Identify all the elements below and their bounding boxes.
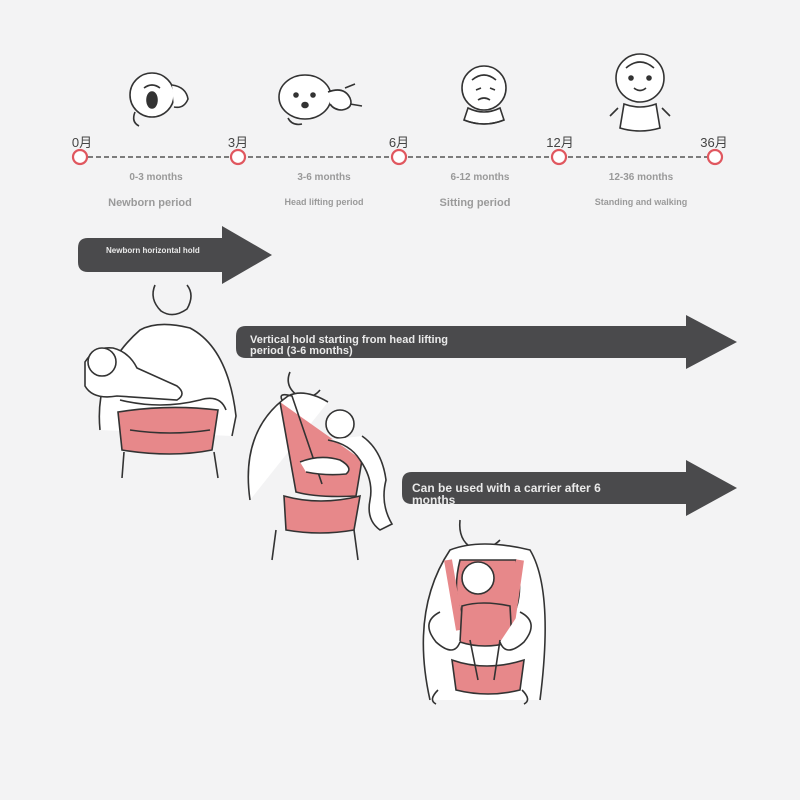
- age-range-label: 3-6 months: [297, 172, 351, 183]
- stage-label-standing: Standing and walking: [594, 197, 688, 207]
- newborn-baby-icon: [129, 72, 189, 127]
- timeline-markers: [71, 148, 724, 166]
- newborn-hold-figure: [84, 284, 237, 479]
- month-label: 0月: [71, 135, 93, 150]
- age-range-label: 6-12 months: [450, 172, 510, 183]
- month-label: 36月: [700, 135, 728, 150]
- month-label: 3月: [227, 135, 249, 150]
- month-label: 12月: [546, 135, 574, 150]
- newborn-hold-arrow: [78, 226, 272, 284]
- stage-label-newborn: Newborn period: [108, 197, 192, 209]
- carrier-text: Can be used with a carrier after 6 month…: [412, 481, 601, 507]
- head-lifting-baby-icon: [278, 74, 363, 126]
- vertical-hold-arrow: [236, 315, 737, 369]
- sitting-baby-icon: [461, 65, 507, 125]
- age-range-label: 12-36 months: [608, 172, 674, 183]
- timeline-marker: [229, 148, 247, 166]
- timeline-marker: [550, 148, 568, 166]
- stage-label-head-lifting: Head lifting period: [284, 197, 364, 207]
- carrier-figure: [422, 519, 546, 705]
- standing-baby-icon: [609, 53, 671, 132]
- stage-label-sitting: Sitting period: [439, 197, 511, 209]
- timeline-marker: [71, 148, 89, 166]
- vertical-hold-figure: [247, 371, 394, 561]
- timeline-marker: [706, 148, 724, 166]
- month-label: 6月: [388, 135, 410, 150]
- newborn-hold-text: Newborn horizontal hold: [106, 246, 200, 255]
- age-range-label: 0-3 months: [129, 172, 183, 183]
- carrier-arrow: [402, 460, 737, 516]
- timeline-marker: [390, 148, 408, 166]
- vertical-hold-text: Vertical hold starting from head lifting…: [250, 334, 449, 357]
